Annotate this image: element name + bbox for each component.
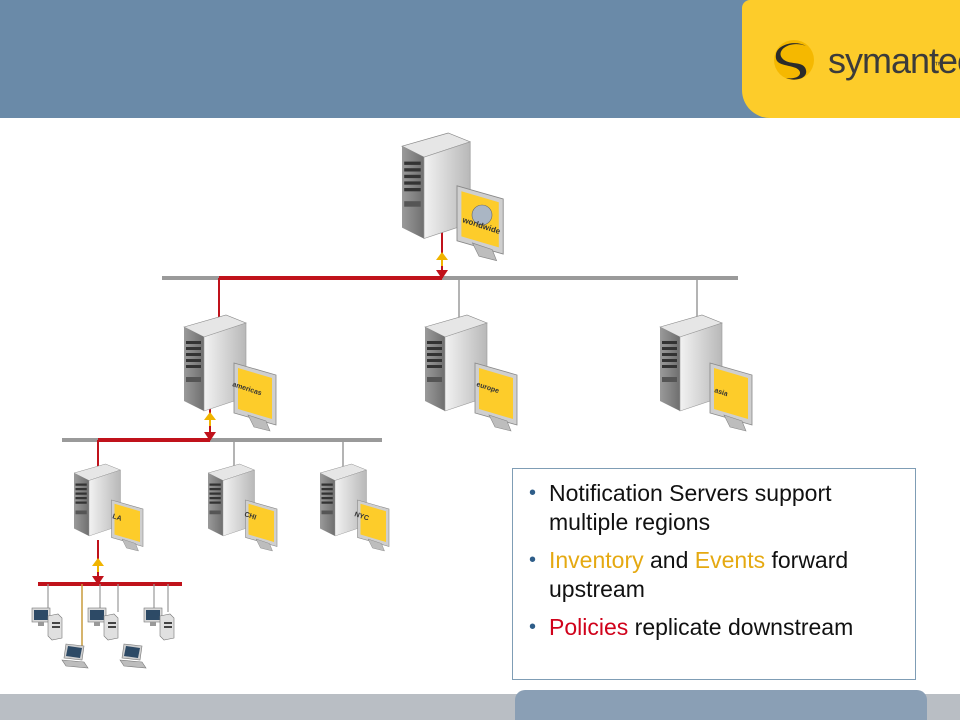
europe-server-icon: europe [424,314,518,432]
bullet-text: forward upstream [549,547,849,602]
footer-tab [515,690,927,720]
server-label-la: LA [111,513,122,523]
la-server-icon: LA [73,463,144,552]
nyc-server-icon: NYC [319,463,390,552]
upstream-arrow-icon [204,412,216,420]
server-label-chi: CHI [243,511,257,521]
logo-text: symantec [828,40,960,81]
downstream-arrow-icon [204,432,216,441]
downstream-arrow-icon [92,576,104,585]
downstream-arrow-icon [436,270,448,279]
worldwide-server-icon: worldwide [401,132,504,262]
bullet-dot-icon: • [529,616,537,638]
desktop-client-icon [143,607,175,641]
laptop-client-icon [119,643,147,669]
bullet-text: Notification Servers support multiple re… [549,480,832,535]
notes-box: • Notification Servers support multiple … [512,468,916,680]
logo-trademark: ™ [934,60,943,70]
asia-server-icon: asia [659,314,753,432]
server-label-nyc: NYC [353,511,369,522]
desktop-client-icon [31,607,63,641]
symantec-logo-icon [774,40,814,80]
upstream-arrow-icon [436,252,448,260]
bullet-item: • Notification Servers support multiple … [527,479,905,537]
inventory-highlight: Inventory [549,547,644,573]
chi-server-icon: CHI [207,463,278,552]
bullet-item: • Policies replicate downstream [527,613,905,642]
desktop-client-icon [87,607,119,641]
events-highlight: Events [694,547,766,573]
server-label-asia: asia [713,387,728,398]
bullet-dot-icon: • [529,482,537,504]
bullet-text: and [643,547,695,573]
policies-highlight: Policies [549,614,629,640]
laptop-client-icon [61,643,89,669]
americas-server-icon: americas [183,314,277,432]
bullet-text: replicate downstream [628,614,854,640]
bullet-item: • Inventory and Events forward upstream [527,546,905,604]
bullet-dot-icon: • [529,549,537,571]
upstream-arrow-icon [92,558,104,566]
